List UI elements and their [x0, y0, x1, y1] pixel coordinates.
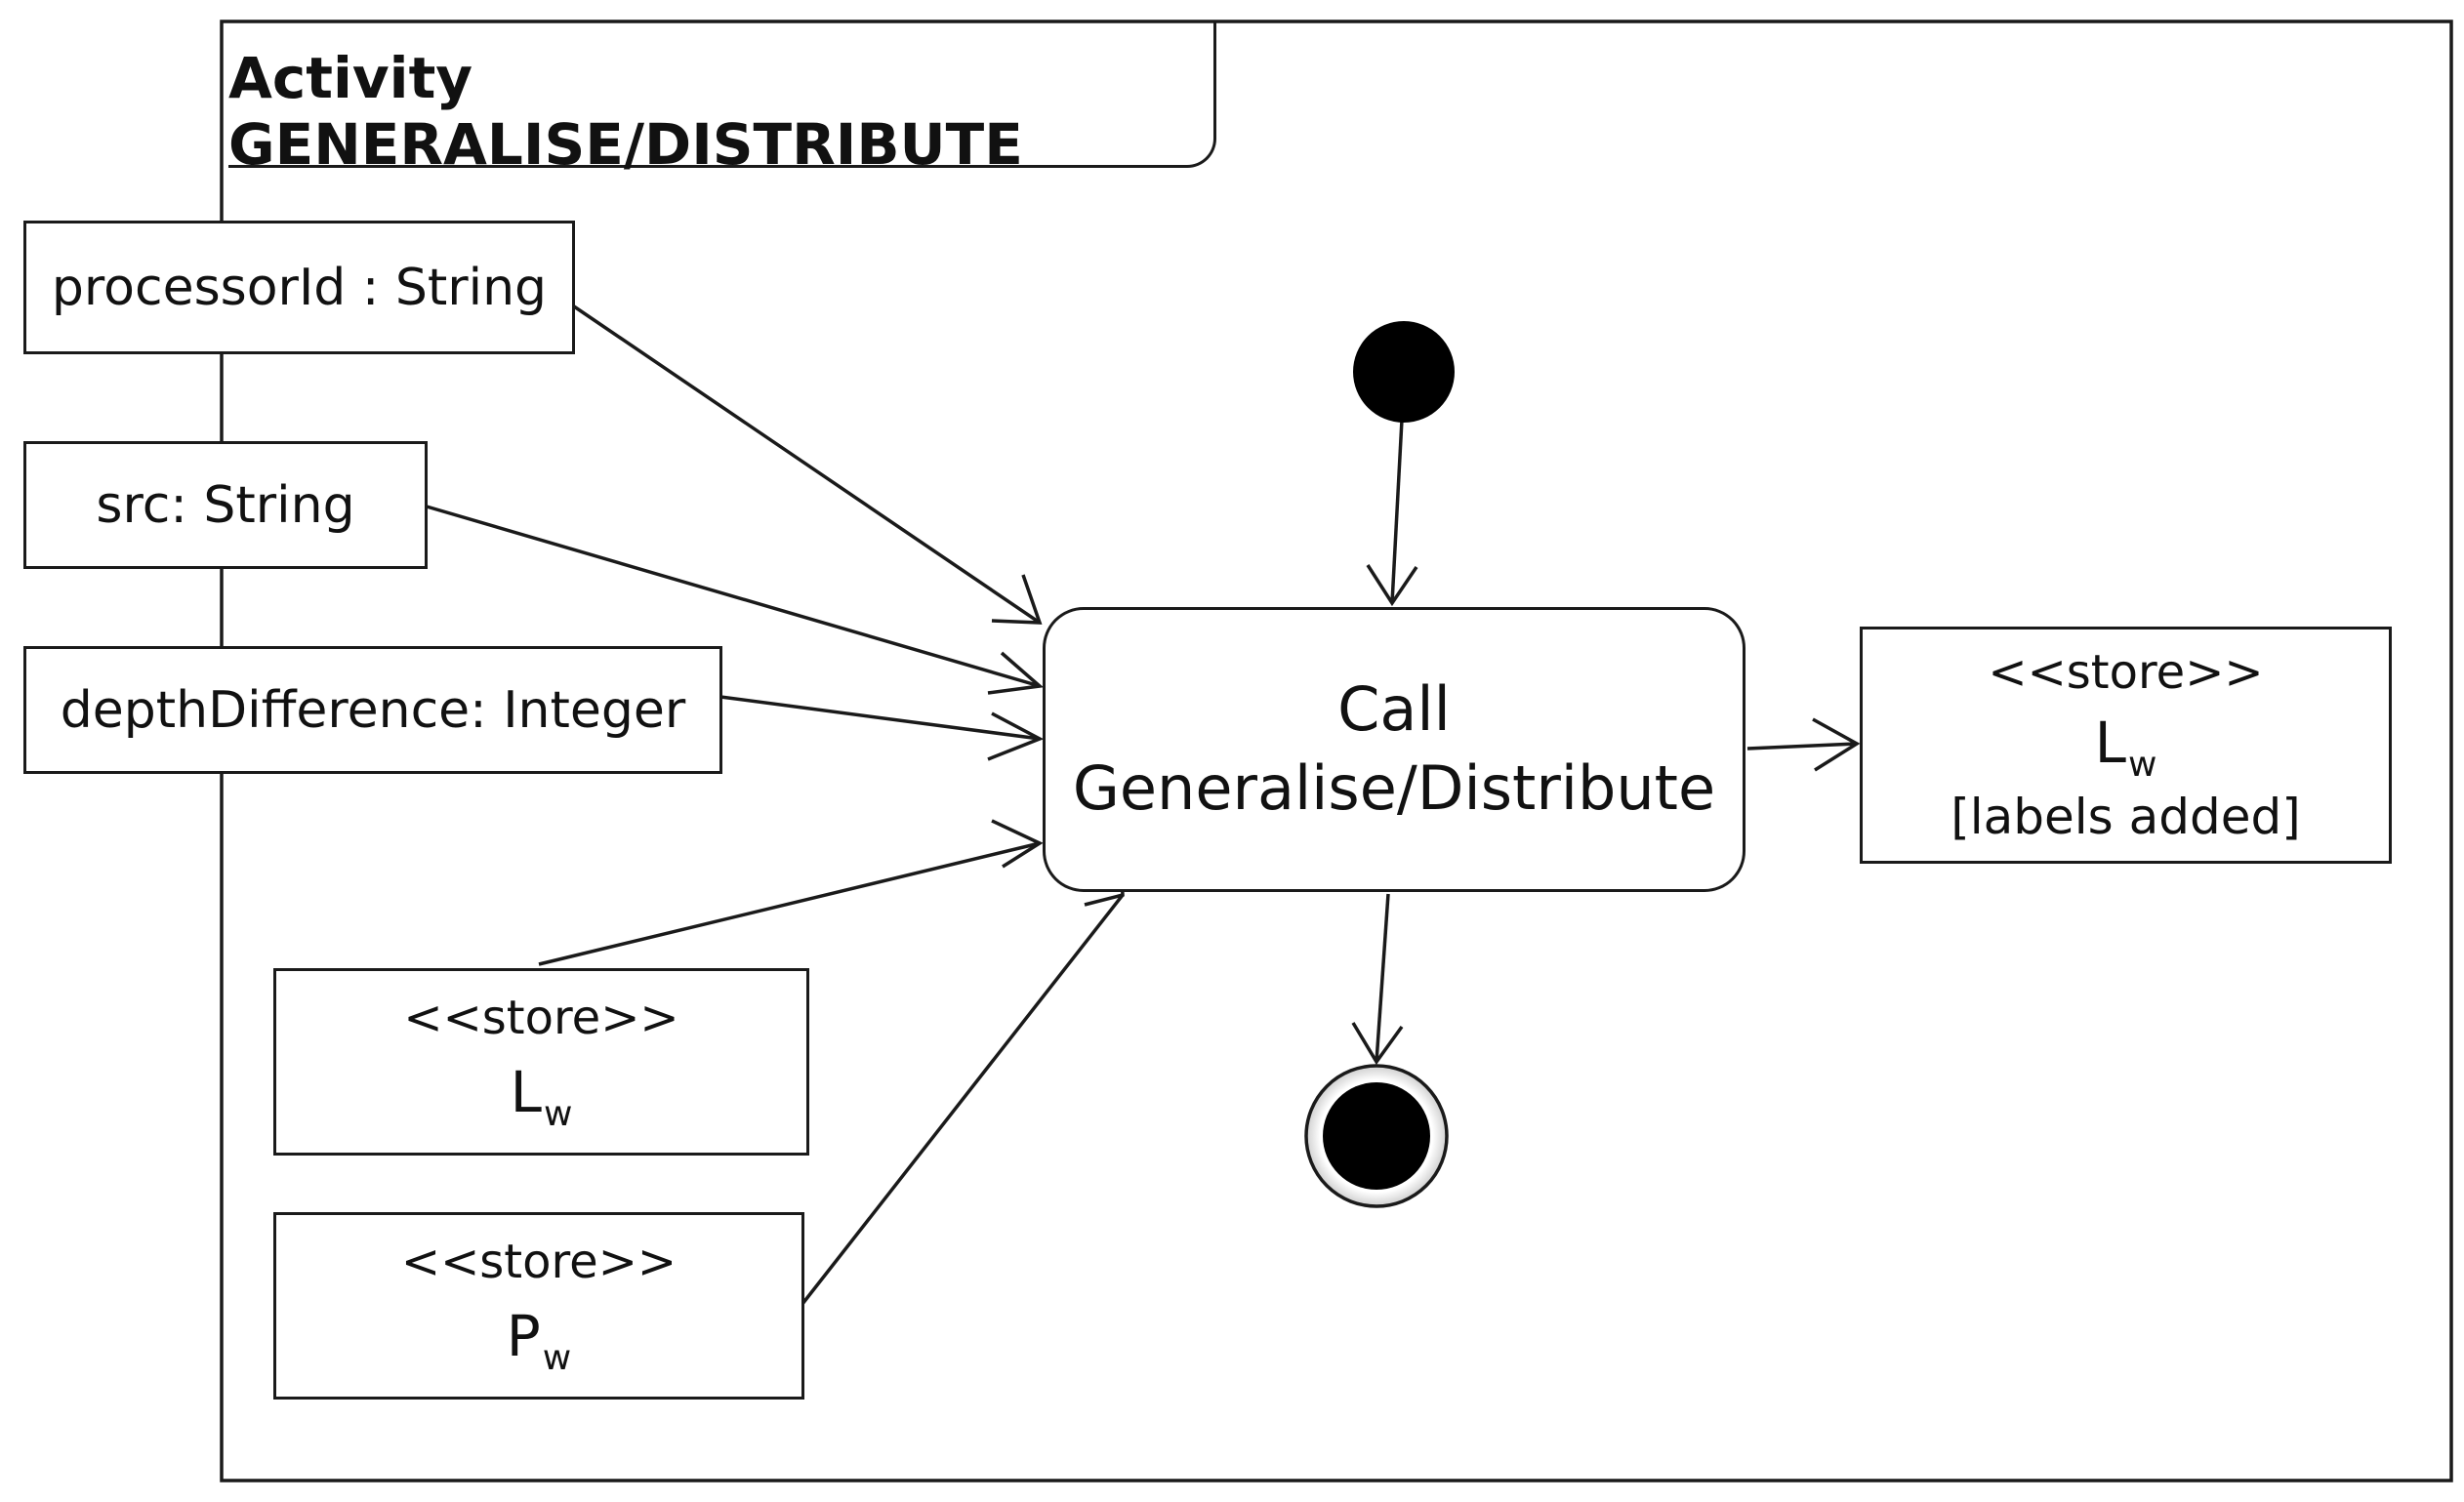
store-stereotype: <<store>>: [1988, 644, 2264, 700]
arrowhead-output: [1812, 717, 1861, 772]
arrowhead-processorId: [991, 574, 1043, 625]
flow-Lw-to-action: [538, 841, 1041, 966]
frame-title-text: Activity GENERALISE/DISTRIBUTE: [228, 45, 1023, 178]
arrowhead-final: [1351, 1022, 1404, 1066]
call-generalise-distribute-action: Call Generalise/Distribute: [1043, 607, 1745, 892]
store-stereotype: <<store>>: [403, 990, 679, 1045]
parameter-label: src: String: [96, 475, 355, 535]
store-node-Pw: <<store>> Pw: [273, 1212, 804, 1400]
frame-title: Activity GENERALISE/DISTRIBUTE: [228, 21, 1216, 178]
parameter-label: depthDifference: Integer: [60, 680, 686, 740]
parameter-processorId: processorId : String: [23, 221, 575, 354]
action-label-line2: Generalise/Distribute: [1072, 752, 1716, 824]
arrowhead-src: [987, 651, 1045, 695]
store-name: Pw: [506, 1302, 572, 1378]
flow-processorId-to-action: [573, 304, 1041, 625]
flow-action-to-final: [1375, 893, 1390, 1063]
store-node-Lw-labels-added: <<store>> Lw [labels added]: [1860, 627, 2392, 864]
parameter-src: src: String: [23, 441, 428, 569]
parameter-depthDifference: depthDifference: Integer: [23, 646, 722, 774]
parameter-label: processorId : String: [51, 258, 548, 317]
store-state: [labels added]: [1951, 788, 2301, 845]
arrowheads: [987, 564, 1861, 1066]
arrowhead-depth: [987, 711, 1045, 761]
store-stereotype: <<store>>: [400, 1234, 678, 1289]
object-flows: [426, 304, 1858, 1306]
activity-final-node-inner: [1323, 1082, 1430, 1190]
store-name: Lw: [510, 1058, 573, 1134]
flow-src-to-action: [426, 505, 1041, 688]
store-node-Lw: <<store>> Lw: [273, 968, 809, 1156]
action-label-line1: Call: [1337, 673, 1451, 746]
flow-depth-to-action: [719, 695, 1041, 741]
flow-initial-to-action: [1390, 419, 1404, 604]
arrowhead-initial: [1366, 564, 1418, 607]
initial-node: [1353, 321, 1455, 423]
flow-Pw-to-action: [801, 893, 1125, 1306]
flow-action-to-output: [1746, 742, 1858, 751]
arrowhead-Lw: [991, 819, 1044, 869]
store-name: Lw: [2094, 709, 2157, 785]
